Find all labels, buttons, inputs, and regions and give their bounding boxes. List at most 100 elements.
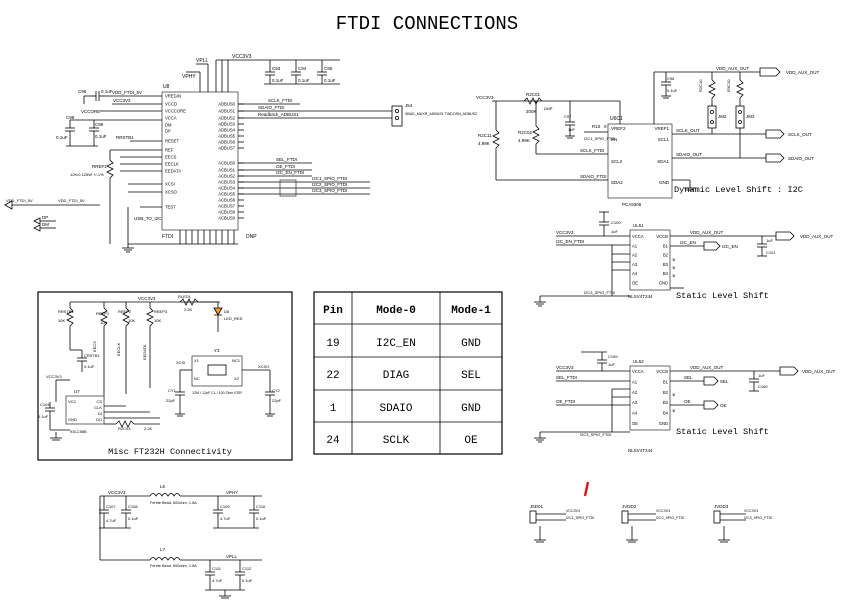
u7-pin: CLK <box>94 405 102 410</box>
i2c-en-ftdi-ul51: I2C_EN_FTDI <box>556 239 584 244</box>
cap-c95: C95 0.1uF <box>317 60 336 84</box>
svg-text:VCC3V3: VCC3V3 <box>656 509 670 513</box>
cap-c111: C111 4.7uF <box>205 560 223 590</box>
svg-text:10K: 10K <box>100 320 107 325</box>
svg-text:C108: C108 <box>128 504 138 509</box>
vcc3v3-left-label: VCC3V3 <box>113 98 131 103</box>
u6c1-pin-left: VREF2 <box>611 126 626 131</box>
svg-text:C160: C160 <box>758 384 768 389</box>
svg-text:22pF: 22pF <box>166 398 176 403</box>
resistor-rled1: RLED1 2.2K <box>178 294 199 312</box>
svg-text:10K: 10K <box>58 318 65 323</box>
sel-ftdi-ul52: SEL_FTDI <box>556 375 577 380</box>
u8-pin-left: EECLK <box>165 162 179 167</box>
svg-text:I2C1_SPIO_FTDI: I2C1_SPIO_FTDI <box>566 516 594 520</box>
u6c1-pin-left: SCL2 <box>611 159 623 164</box>
u6c1-pin-left: SDA2 <box>611 180 623 185</box>
svg-text:J54: J54 <box>405 103 413 108</box>
lv-pin-left: A1 <box>632 379 638 384</box>
nc2: × <box>672 266 676 272</box>
lv-pin-left: A3 <box>632 262 638 267</box>
u8-right-pin-labels: ADBUS0ADBUS1ADBUS2ADBUS3ADBUS4ADBUS5ADBU… <box>218 102 244 221</box>
table-cell: GND <box>461 338 481 350</box>
connector-j54: J54 SBAD_MUXR_ADBUS1 TWDOSN_ADBUS2 <box>391 103 477 127</box>
l7-value: Ferrite Bead, 600ohm, 1.5A <box>150 564 197 568</box>
u8-pin-right: ADBUS1 <box>218 109 235 114</box>
xcso-misc: XCSO <box>258 364 269 369</box>
svg-text:1uF: 1uF <box>568 127 575 132</box>
vcc3v3-u7: VCC3V3 <box>46 374 62 379</box>
svg-text:4.7uF: 4.7uF <box>220 516 231 521</box>
ul52-chip-body <box>629 365 671 431</box>
svg-text:0.1uF: 0.1uF <box>128 516 139 521</box>
svg-text:1uF: 1uF <box>608 362 615 367</box>
vcore-label: VCCORE <box>81 109 100 114</box>
nc4: × <box>672 393 676 399</box>
lv-pin-left: A2 <box>632 253 638 258</box>
r10-label: R10 <box>592 124 601 129</box>
cap-c110: C110 0.1uF <box>249 496 267 528</box>
u8-pin-right: ACBUS7 <box>218 204 235 209</box>
u6c1-pin-left: EN <box>611 137 617 142</box>
svg-text:1uF: 1uF <box>766 238 773 243</box>
svg-text:RREF1: RREF1 <box>92 164 107 169</box>
sdaio-out-port: SDAIO_OUT <box>788 156 814 161</box>
r10-value: 0 <box>604 124 607 129</box>
svg-text:200K: 200K <box>526 109 537 114</box>
static1-section-label: Static Level Shift <box>676 291 769 301</box>
svg-text:C97: C97 <box>564 114 572 119</box>
svg-text:CRSTB1: CRSTB1 <box>84 353 101 358</box>
cap-cy2: CY2 22pF <box>265 370 282 414</box>
svg-text:VCC3V3: VCC3V3 <box>744 509 758 513</box>
svg-text:JM3: JM3 <box>746 114 755 119</box>
sel-port: SEL <box>720 379 729 384</box>
table-cell: SEL <box>461 370 481 382</box>
vcc3v3-i2c-label: VCC3V3 <box>476 95 494 100</box>
svg-text:JVDD2: JVDD2 <box>622 504 637 509</box>
u8-pin-right: ACBUS3 <box>218 180 235 185</box>
header-jvdd3: JVDD3 VCC3V3 I2C3_SPIO_FTDI <box>713 504 772 543</box>
vdd-ftdi-5v-left: VDD_FTDI_5V <box>6 198 33 203</box>
table-cell: I2C_EN <box>376 338 416 350</box>
u7-pin: DI <box>98 411 102 416</box>
y3-x2: X2 <box>234 376 240 381</box>
l6-value: Ferrite Bead, 600ohm, 1.5A <box>150 501 197 505</box>
i2c-section-label: Dynamic Level Shift : I2C <box>674 185 803 195</box>
svg-text:LED_RED: LED_RED <box>224 316 243 321</box>
svg-text:CY2: CY2 <box>272 388 281 393</box>
resistor-r2c01: R2C01 200K <box>523 92 543 114</box>
svg-text:R3C10: R3C10 <box>726 79 731 92</box>
svg-text:0.1uF: 0.1uF <box>298 78 310 83</box>
i2c-en-port: I2C_EN <box>722 244 738 249</box>
vdd-ftdi-5v-u8: VDD_FTDI_5V <box>112 90 142 95</box>
u8-pin-left: XCSI <box>165 182 175 187</box>
svg-text:4.99K: 4.99K <box>478 141 490 146</box>
usb-to-i2c-label: USB_TO_I2C <box>134 216 162 221</box>
red-mark <box>583 481 590 497</box>
sel-ul52: SEL <box>684 375 693 380</box>
resistor-r2c10: R2C10 <box>698 72 716 106</box>
oe-port: OE <box>720 403 727 408</box>
vcc3v3-ul52: VCC3V3 <box>556 365 574 370</box>
lv-pin-right: VCCB <box>656 234 668 239</box>
ul51-chip-body <box>629 229 671 291</box>
xcsi-misc: XCSI <box>176 360 185 365</box>
ul51-ref: UL51 <box>633 223 644 228</box>
svg-text:0.1uF: 0.1uF <box>56 135 68 140</box>
u7-pin: DO <box>96 417 102 422</box>
sdaio-out-label: SDAIO_OUT <box>676 152 702 157</box>
vcc3v3-filter: VCC3V3 <box>108 490 126 495</box>
u8-pin-left: XCSO <box>165 190 178 195</box>
cap-c160: C160 1uF <box>749 371 768 391</box>
eeclk-v: EECLK <box>116 343 121 356</box>
svg-text:I2C3_SPIO_FTDI: I2C3_SPIO_FTDI <box>744 516 772 520</box>
svg-text:0.1uF: 0.1uF <box>242 578 253 583</box>
u6c1-pin-right: SCL1 <box>658 137 670 142</box>
u8-bottom-gnd-pins <box>179 230 235 244</box>
svg-text:C109: C109 <box>220 504 230 509</box>
lv-pin-right: B2 <box>663 253 669 258</box>
